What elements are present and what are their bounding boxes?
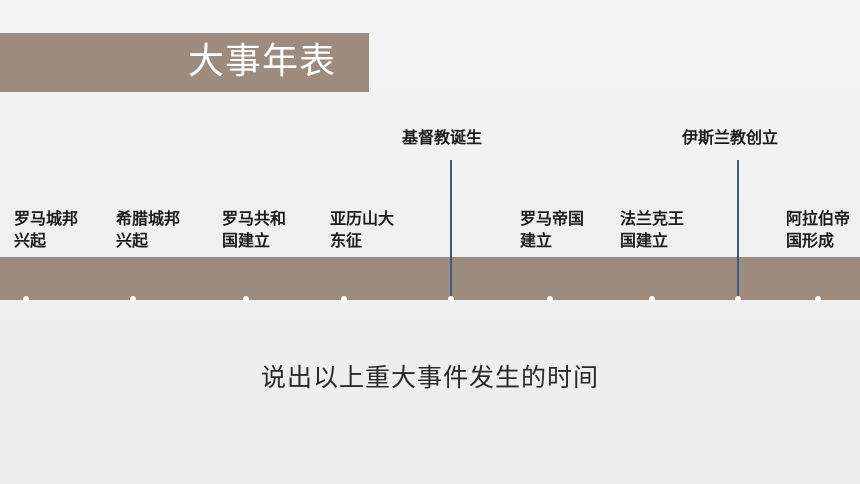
prompt-text: 说出以上重大事件发生的时间	[260, 363, 599, 392]
event-label-alexander-campaign: 亚历山大 东征	[330, 209, 395, 250]
event-label-rome-city-states: 罗马城邦 兴起	[14, 209, 79, 250]
timeline-dot	[130, 296, 136, 302]
page-title: 大事年表	[188, 41, 337, 82]
event-label-roman-republic: 罗马共和 国建立	[222, 209, 287, 250]
timeline-dot	[547, 296, 553, 302]
divider-islam	[737, 160, 739, 299]
event-label-roman-empire: 罗马帝国 建立	[520, 209, 585, 250]
timeline-dot	[815, 296, 821, 302]
event-label-greek-city-states: 希腊城邦 兴起	[116, 209, 181, 250]
timeline-dot	[341, 296, 347, 302]
event-label-arab-empire: 阿拉伯帝 国形成	[786, 209, 851, 250]
event-label-frankish-kingdom: 法兰克王 国建立	[620, 209, 685, 250]
divider-label-christianity: 基督教诞生	[402, 128, 483, 147]
divider-christianity	[450, 160, 452, 299]
timeline-band	[0, 257, 860, 300]
timeline-dot	[243, 296, 249, 302]
title-bar	[0, 33, 369, 92]
divider-label-islam: 伊斯兰教创立	[682, 128, 779, 147]
timeline-dot	[23, 296, 29, 302]
timeline-dot	[649, 296, 655, 302]
timeline-dot	[735, 296, 741, 302]
timeline-dot	[448, 296, 454, 302]
